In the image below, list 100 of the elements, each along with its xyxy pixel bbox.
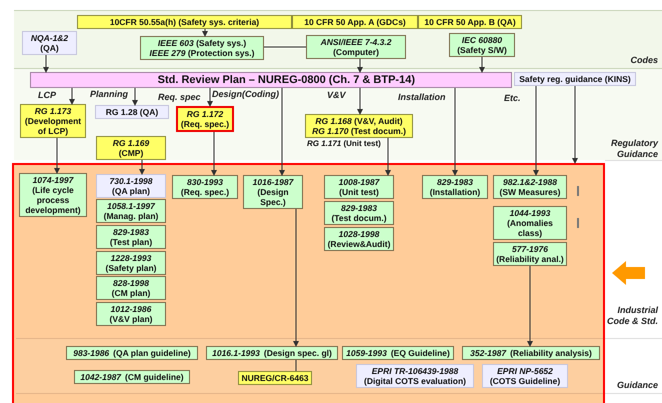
connector-arrow [452, 88, 458, 176]
box-label: IEC 60880 [462, 35, 502, 45]
box-label: 1008-1987 [338, 177, 380, 187]
connector-arrow [533, 86, 539, 176]
box-label: RG 1.173 [34, 106, 72, 116]
box-label: (Reliability anal.) [496, 254, 564, 264]
standards-area [12, 163, 605, 403]
document-box [30, 72, 512, 88]
document-box [449, 33, 515, 57]
box-label: (COTS Guideline) [490, 376, 560, 386]
box-label: 983-1986 [73, 348, 110, 358]
document-box [96, 136, 166, 160]
section-label: V&V [327, 90, 347, 101]
section-label: Planning [90, 89, 129, 100]
connector-arrow [139, 160, 145, 175]
box-label: 1044-1993 [510, 208, 550, 218]
box-label: Safety reg. guidance (KINS) [519, 74, 631, 84]
box-label: 830-1993 [187, 177, 223, 187]
connector-arrow [527, 266, 533, 347]
section-label: Industrial Code & Std. [606, 305, 658, 327]
box-label: (Computer) [333, 47, 379, 57]
box-label: 10CFR 50.55a(h) (Safety sys. criteria) [110, 17, 260, 27]
box-label: (Test docum.) [331, 213, 387, 223]
connector-arrow [357, 88, 363, 115]
connector-arrow [357, 58, 363, 73]
box-label: (Safety plan) [105, 263, 156, 273]
box-label: NQA-1&2 [30, 33, 68, 43]
connector-arrow [279, 88, 285, 176]
box-label: 1058.1-1997 [107, 201, 155, 211]
box-label: RG 1.172 [186, 109, 224, 119]
document-box [22, 31, 77, 55]
document-box [96, 276, 166, 300]
document-box [176, 106, 234, 132]
box-label: 1016.1-1993 [212, 348, 260, 358]
box-label: (Test plan) [110, 237, 152, 247]
box-label: 829-1983 [437, 177, 473, 187]
box-label: 1016-1987 [252, 177, 294, 187]
box-label: EPRI NP-5652 [497, 366, 553, 376]
box-label: (CM guideline) [125, 372, 184, 382]
box-label: (Unit test) [339, 187, 379, 197]
box-label: (Digital COTS evaluation) [364, 376, 466, 386]
document-box [324, 227, 394, 251]
box-label: (V&V plan) [110, 314, 152, 324]
connector-arrow [385, 138, 391, 176]
box-label: (Safety S/W) [457, 45, 507, 55]
box-label: (Development of LCP) [24, 116, 82, 136]
box-label: RG 1.168 (V&V, Audit) [315, 116, 403, 126]
box-label: 828-1998 [113, 278, 149, 288]
section-label: Design(Coding) [212, 89, 280, 100]
box-label: RG 1.28 (QA) [106, 107, 158, 117]
box-label: (Manag. plan) [104, 211, 158, 221]
document-box [356, 364, 474, 388]
box-label: (SW Measures) [500, 187, 560, 197]
connector-arrow [211, 132, 217, 176]
box-label: 1074-1997 [32, 175, 74, 185]
box-label: 352-1987 [470, 348, 506, 358]
document-box [19, 173, 87, 217]
box-label: (CM plan) [112, 288, 150, 298]
document-box [96, 225, 166, 249]
box-label: 982.1&2-1988 [503, 177, 557, 187]
document-box [243, 175, 303, 209]
connector-arrow [572, 86, 578, 164]
box-label: (EQ Guideline) [390, 348, 450, 358]
document-box [324, 201, 394, 225]
section-label: Installation [398, 92, 447, 103]
document-box [292, 15, 418, 29]
box-label: 1012-1986 [110, 304, 152, 314]
document-box [96, 174, 166, 198]
box-label: ANSI/IEEE 7-4.3.2 [320, 37, 392, 47]
section-label: LCP [38, 90, 57, 101]
document-box [462, 346, 600, 360]
connector-arrow [202, 28, 208, 37]
document-box [324, 175, 394, 199]
box-label: (Design Spec.) [256, 187, 290, 207]
box-label: Std. Review Plan – NUREG-0800 (Ch. 7 & BTP-14) [158, 75, 415, 85]
box-label: (QA) [40, 43, 59, 53]
document-box [422, 175, 488, 199]
box-label: (Life cycle process development) [24, 185, 82, 215]
document-box [140, 36, 264, 60]
box-label: 1042-1987 [80, 372, 122, 382]
document-box [95, 105, 169, 119]
document-box [493, 206, 567, 240]
document-box [96, 199, 166, 223]
document-box [306, 35, 406, 59]
section-label: Regulatory Guidance [610, 138, 658, 160]
document-box [74, 370, 190, 384]
box-label: IEEE 603 (Safety sys.) [158, 38, 246, 48]
document-box [342, 346, 454, 360]
box-label: 10 CFR 50 App. A (GDCs) [304, 17, 406, 27]
document-box [493, 242, 567, 266]
box-label: 730.1-1998 [109, 176, 152, 186]
document-box [493, 175, 567, 199]
box-label: 829-1983 [341, 203, 377, 213]
box-label: (QA plan guideline) [113, 348, 191, 358]
box-label: (QA plan) [112, 186, 150, 196]
document-box [96, 302, 166, 326]
box-label: 1028-1998 [338, 229, 380, 239]
document-box [514, 72, 636, 86]
document-box [418, 15, 522, 29]
box-label: RG 1.169 [112, 138, 150, 148]
